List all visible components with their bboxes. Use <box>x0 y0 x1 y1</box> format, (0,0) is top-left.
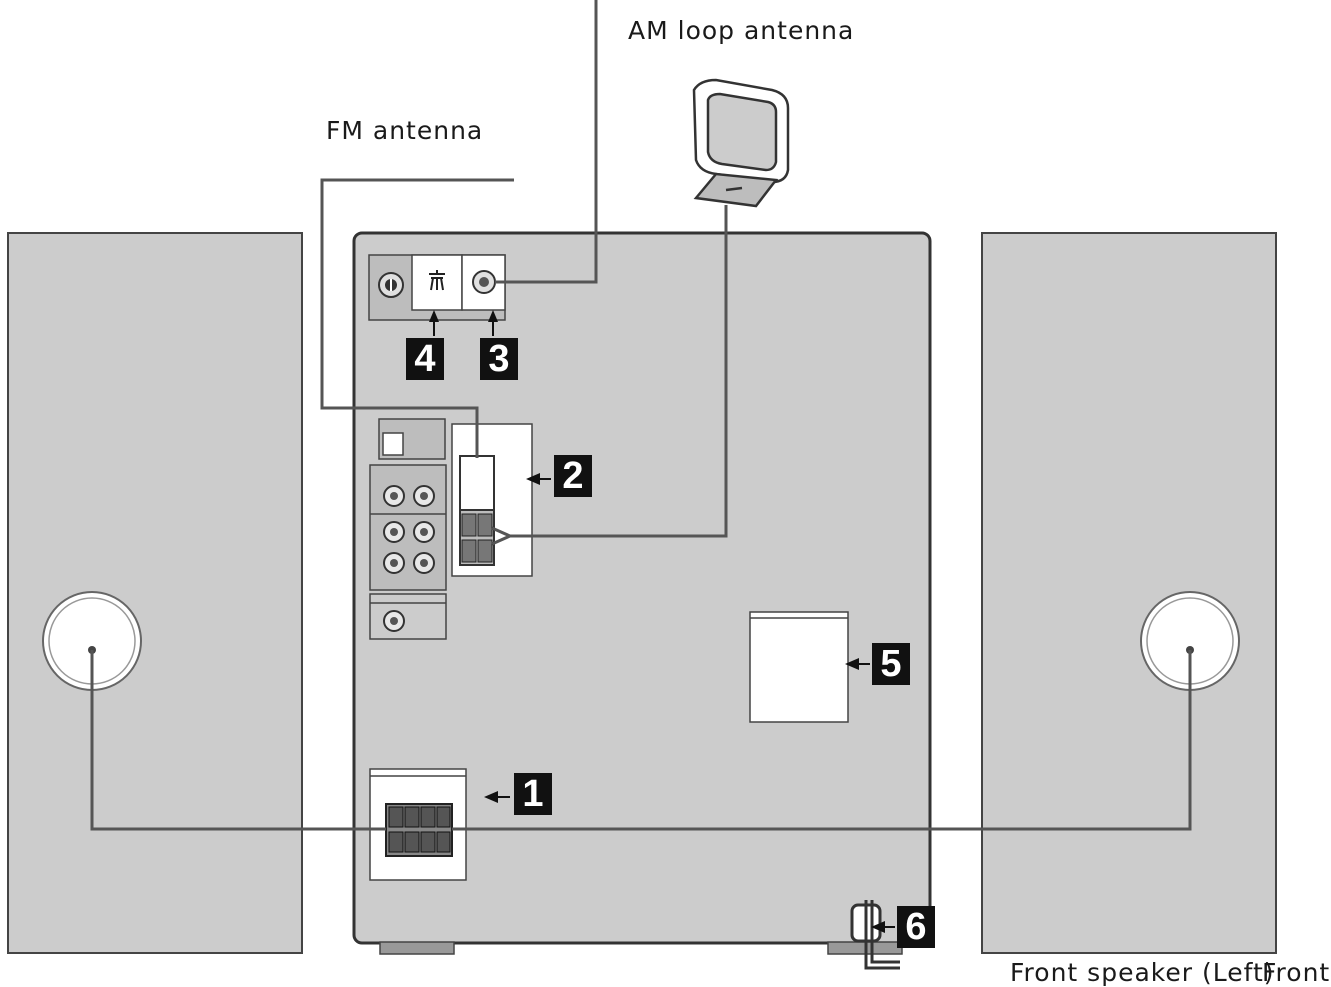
speaker-left-label: Front speaker (Left) <box>1010 958 1275 987</box>
callout-3: 3 <box>480 338 518 380</box>
cord-clip <box>850 900 900 970</box>
callout-6: 6 <box>897 906 935 948</box>
main-unit-rear <box>352 231 932 945</box>
am-antenna-label: AM loop antenna <box>628 16 855 45</box>
callout-5: 5 <box>872 643 910 685</box>
callout-4: 4 <box>406 338 444 380</box>
rear-module-box <box>749 611 849 723</box>
speaker-right-label: Front <box>1262 958 1331 987</box>
callout-2: 2 <box>554 455 592 497</box>
callout-1: 1 <box>514 773 552 815</box>
ground-symbol-icon <box>429 270 445 291</box>
cables <box>90 0 1192 831</box>
fm-antenna-label: FM antenna <box>326 116 484 145</box>
front-speaker-right <box>981 232 1277 954</box>
front-speaker-left <box>7 232 303 954</box>
am-loop-antenna <box>692 78 790 208</box>
